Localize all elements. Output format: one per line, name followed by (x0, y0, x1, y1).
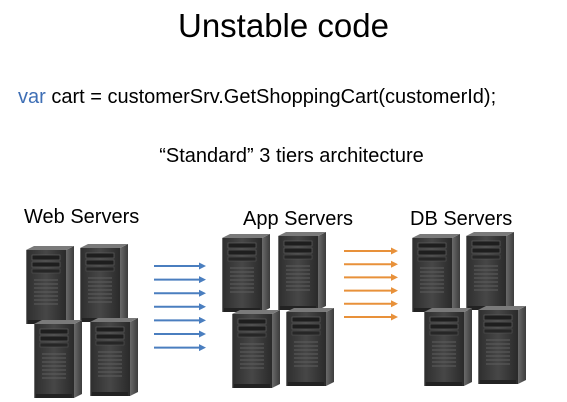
server-web-1 (26, 246, 74, 324)
arrow-web-to-app-5 (154, 316, 206, 324)
arrow-web-to-app-7 (154, 344, 206, 352)
server-db-1 (412, 234, 460, 312)
web-servers-label: Web Servers (24, 206, 140, 228)
server-app-2 (278, 232, 326, 310)
arrow-app-to-db-3 (344, 273, 398, 281)
server-app-4 (286, 308, 334, 386)
code-keyword: var (18, 86, 46, 108)
architecture-subtitle: “Standard” 3 tiers architecture (159, 145, 424, 167)
arrow-web-to-app-4 (154, 303, 206, 311)
server-web-3 (34, 320, 82, 398)
server-app-3 (232, 310, 280, 388)
servers-layer (26, 232, 526, 398)
server-web-2 (80, 244, 128, 322)
server-web-4 (90, 318, 138, 396)
server-db-4 (478, 306, 526, 384)
code-line: var cart = customerSrv.GetShoppingCart(c… (18, 84, 496, 110)
arrow-app-to-db-6 (344, 313, 398, 321)
server-app-1 (222, 234, 270, 312)
arrow-app-to-db-2 (344, 260, 398, 268)
arrows-layer (154, 247, 398, 352)
arrow-app-to-db-5 (344, 300, 398, 308)
arrow-web-to-app-6 (154, 330, 206, 338)
server-db-3 (424, 308, 472, 386)
slide-title: Unstable code (178, 7, 389, 44)
code-statement: cart = customerSrv.GetShoppingCart(custo… (45, 86, 497, 108)
arrow-web-to-app-1 (154, 262, 206, 270)
arrow-web-to-app-3 (154, 289, 206, 297)
arrow-web-to-app-2 (154, 276, 206, 284)
db-servers-label: DB Servers (410, 208, 513, 230)
app-servers-label: App Servers (243, 208, 354, 230)
server-db-2 (466, 232, 514, 310)
arrow-app-to-db-1 (344, 247, 398, 255)
arrow-app-to-db-4 (344, 287, 398, 295)
